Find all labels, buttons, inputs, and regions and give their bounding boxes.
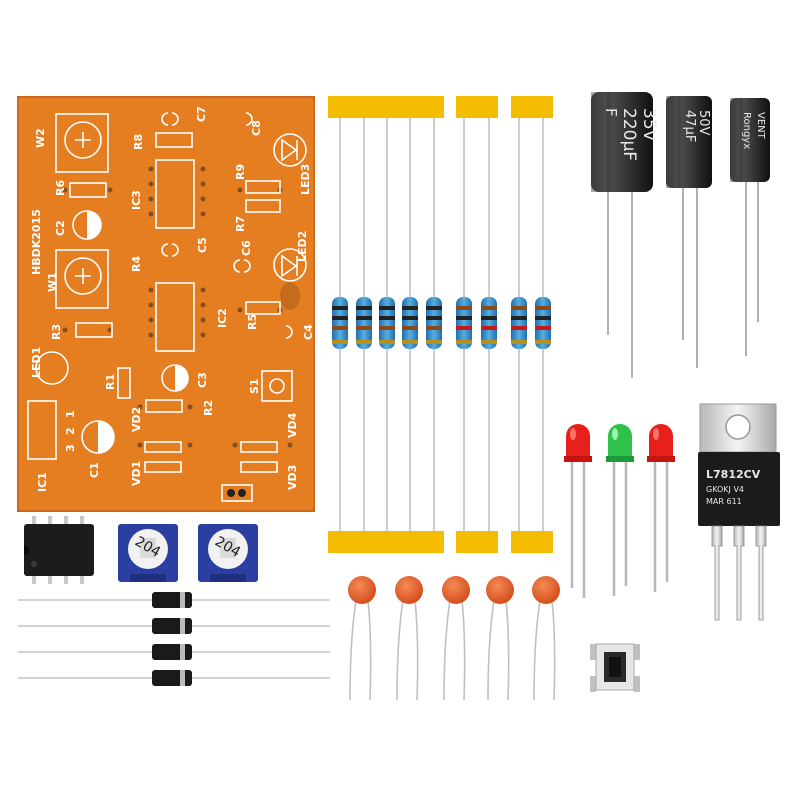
pcb-label: IC3 — [130, 190, 143, 210]
pcb-label: R4 — [130, 256, 143, 272]
pcb-label: C1 — [88, 462, 101, 478]
pcb-label: C5 — [196, 237, 209, 253]
tactile-switch — [590, 643, 640, 692]
pcb-board: HBDK2015 W2 R8 C7 C8 R6 IC3 R9 R7 LED3 C… — [17, 96, 315, 512]
resistor — [481, 297, 497, 349]
pcb-labels: HBDK2015 W2 R8 C7 C8 R6 IC3 R9 R7 LED3 C… — [30, 106, 315, 492]
pcb-label: LED2 — [296, 231, 309, 262]
trimmer-potentiometer-2: 204 — [198, 524, 258, 582]
ceramic-capacitor — [532, 576, 560, 701]
pcb-label: 1 — [64, 410, 77, 418]
cap-value: 220μF — [619, 108, 639, 161]
tape-bottom — [328, 531, 444, 553]
pcb-pads — [62, 166, 293, 448]
trimmer-potentiometer: 204 — [118, 524, 178, 582]
resistor — [426, 297, 442, 349]
led-red-2 — [647, 424, 675, 592]
pcb-label: LED1 — [30, 347, 43, 378]
pcb-label: R1 — [104, 374, 117, 390]
pcb-brand: HBDK2015 — [30, 209, 43, 275]
pcb-label: VD2 — [130, 407, 143, 432]
electrolytic-capacitor-large: F 220μF 35V — [591, 92, 659, 378]
diodes — [18, 592, 330, 686]
c2-fill — [87, 211, 101, 239]
pcb-label: W1 — [46, 272, 59, 292]
cap-series: VENT — [755, 112, 766, 140]
pcb-label: R2 — [202, 400, 215, 416]
pcb-label: VD3 — [286, 465, 299, 490]
tape-top — [328, 96, 444, 118]
led-green — [606, 424, 634, 596]
pcb-label: R3 — [50, 324, 63, 340]
pcb-label: C6 — [240, 240, 253, 256]
ceramic-capacitor — [348, 576, 376, 701]
electrolytic-capacitor-small: Rongyx VENT — [730, 98, 770, 356]
pcb-label: VD4 — [286, 412, 299, 438]
cap-series: F — [602, 108, 620, 117]
pcb-label: VD1 — [130, 461, 143, 486]
regulator-line2: GKOKJ V4 — [706, 485, 744, 494]
ceramic-capacitor — [395, 576, 423, 701]
tape-bottom — [511, 531, 553, 553]
pcb-label: R8 — [132, 134, 145, 150]
resistor-strip — [328, 96, 553, 553]
resistor — [456, 297, 472, 349]
pcb-label: LED3 — [299, 164, 312, 195]
ceramic-capacitor — [442, 576, 470, 701]
ic-dip8 — [24, 516, 94, 584]
pcb-label: C8 — [250, 120, 263, 136]
c1-fill — [98, 421, 114, 453]
pad-dark — [238, 489, 246, 497]
resistor — [402, 297, 418, 349]
pcb-label: R5 — [246, 314, 259, 330]
tape-top — [456, 96, 498, 118]
pcb-label: R9 — [234, 164, 247, 180]
ceramic-capacitor — [486, 576, 514, 701]
led-red — [564, 424, 592, 598]
regulator-part: L7812CV — [706, 468, 761, 481]
resistor — [379, 297, 395, 349]
cap-brand: Rongyx — [741, 112, 752, 149]
cap-voltage: 50V — [696, 110, 711, 136]
c3-fill — [175, 365, 188, 391]
resistor — [511, 297, 527, 349]
pcb-label: IC1 — [36, 472, 49, 492]
resistor — [535, 297, 551, 349]
tape-bottom — [456, 531, 498, 553]
pcb-label: W2 — [34, 128, 47, 148]
pcb-label: IC2 — [216, 308, 229, 328]
pcb-label: 3 — [64, 444, 77, 452]
ceramic-capacitors — [348, 576, 560, 701]
resistor — [332, 297, 348, 349]
tape-top — [511, 96, 553, 118]
pad-dark — [227, 489, 235, 497]
pcb-label: C2 — [54, 220, 67, 236]
pcb-label: C3 — [196, 372, 209, 388]
voltage-regulator: L7812CV GKOKJ V4 MAR 611 — [698, 403, 780, 621]
pcb-label: S1 — [248, 378, 261, 394]
electrolytic-capacitor-mid: 47μF 50V — [666, 96, 712, 368]
regulator-line3: MAR 611 — [706, 497, 742, 506]
cap-voltage: 35V — [639, 108, 659, 142]
resistor — [356, 297, 372, 349]
cap-value: 47μF — [682, 110, 697, 142]
pcb-label: C7 — [195, 106, 208, 122]
burn-mark — [280, 282, 300, 310]
pcb-label: C4 — [302, 324, 315, 340]
pcb-label: 2 — [64, 427, 77, 435]
pcb-label: R7 — [234, 216, 247, 232]
pcb-label: R6 — [54, 180, 67, 196]
